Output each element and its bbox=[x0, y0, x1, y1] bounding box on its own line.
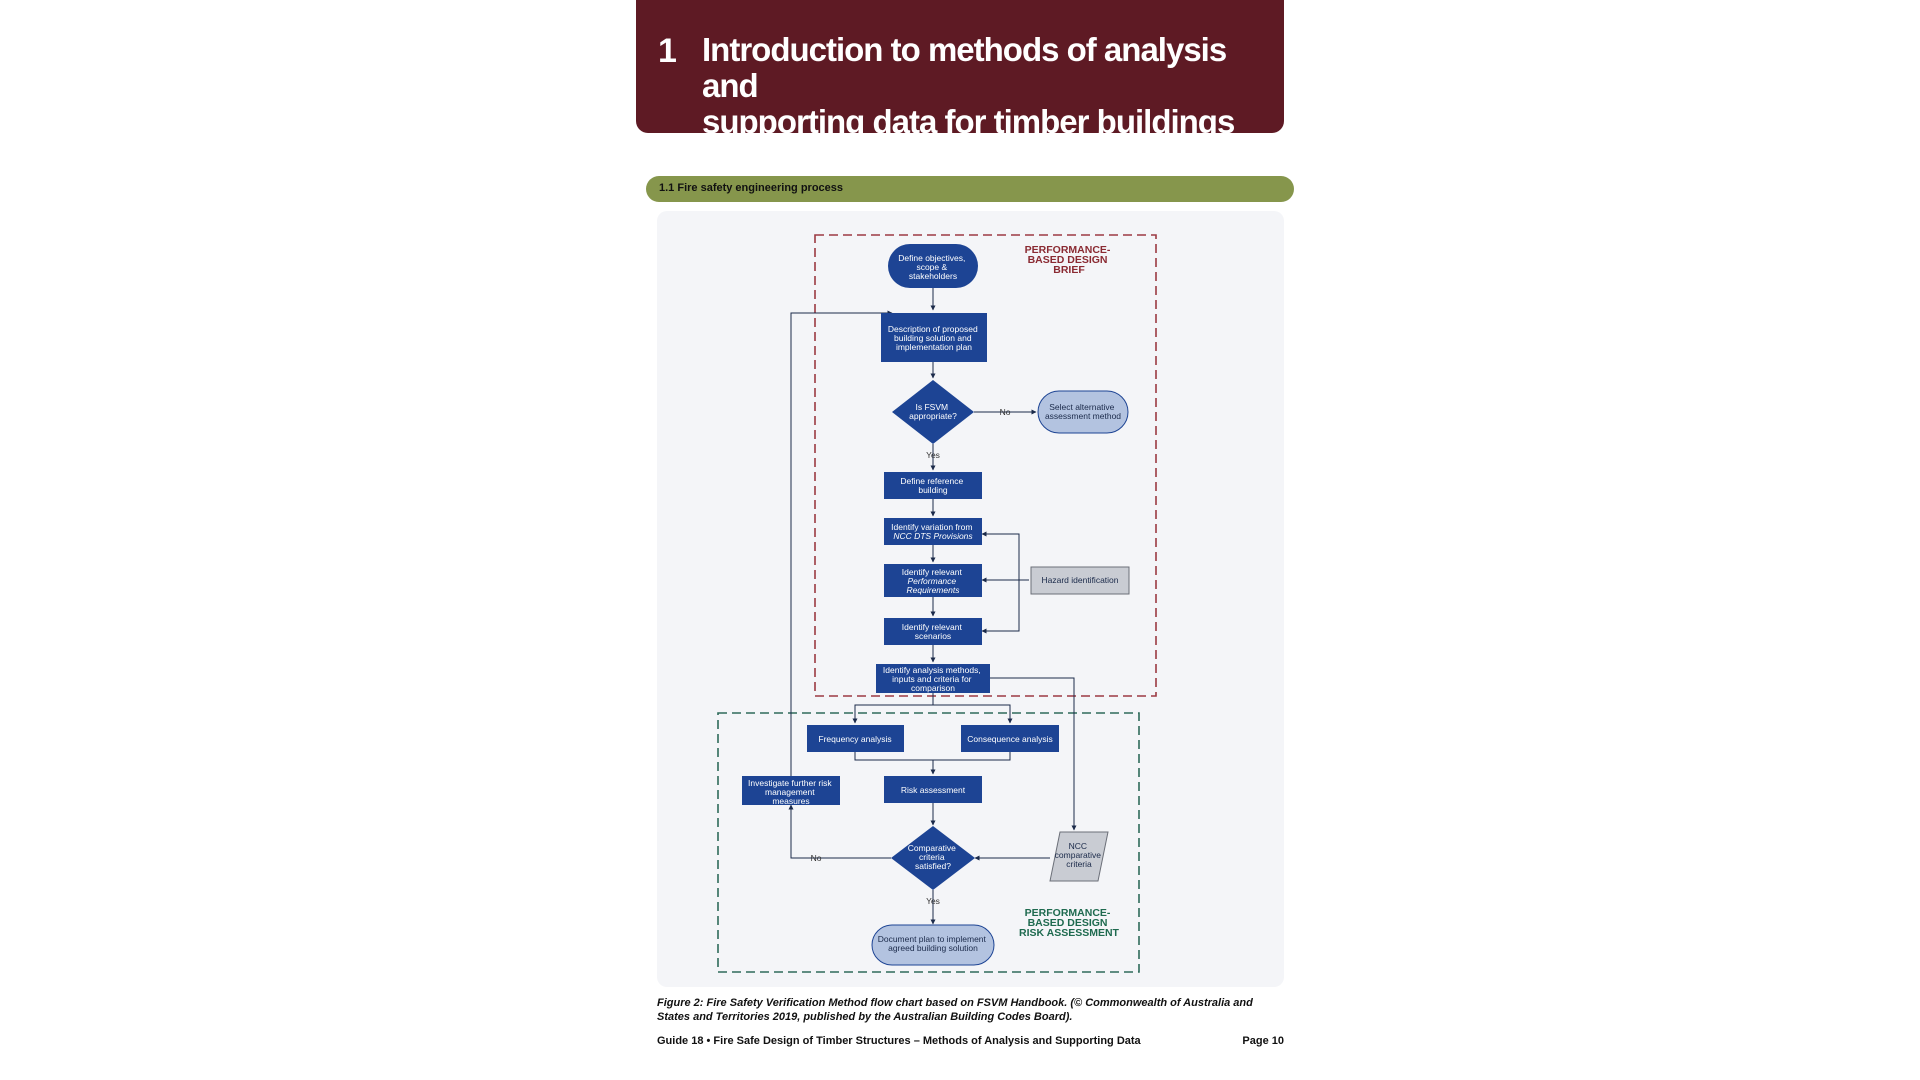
svg-text:Consequence analysis: Consequence analysis bbox=[967, 734, 1053, 744]
footer-title: Guide 18 • Fire Safe Design of Timber St… bbox=[657, 1035, 1141, 1047]
page-number: Page 10 bbox=[1242, 1035, 1284, 1047]
chapter-title: Introduction to methods of analysis and … bbox=[702, 31, 1235, 140]
description-proposed-node: Description of proposed building solutio… bbox=[881, 313, 987, 362]
svg-text:Is FSVM appropriate?: Is FSVM appropriate? bbox=[909, 402, 957, 421]
connectors bbox=[788, 288, 1077, 925]
hazard-identification-node: Hazard identification bbox=[1030, 566, 1130, 595]
fsvm-decision-node: Is FSVM appropriate? bbox=[892, 380, 974, 444]
flowchart: PERFORMANCE- BASED DESIGN BRIEF PERFORMA… bbox=[717, 234, 1157, 973]
risk-assessment-node: Risk assessment bbox=[884, 776, 982, 803]
svg-text:Comparative criteria: Comparative criteria satisfied? bbox=[908, 843, 959, 871]
svg-text:Description of proposed: Description of proposed building solutio… bbox=[888, 324, 980, 352]
svg-text:Identify analysis methods,: Identify analysis methods, inputs and cr… bbox=[883, 665, 983, 693]
zone-risk-border bbox=[717, 712, 1140, 973]
identify-variation-node: Identify variation from NCC DTS Provisio… bbox=[884, 518, 982, 545]
chapter-header: 1 Introduction to methods of analysis an… bbox=[636, 0, 1284, 140]
consequence-analysis-node: Consequence analysis bbox=[961, 725, 1059, 752]
svg-text:Investigate further risk: Investigate further risk management meas… bbox=[748, 778, 834, 806]
figure-caption: Figure 2: Fire Safety Verification Metho… bbox=[657, 997, 1253, 1023]
identify-performance-node: Identify relevant Performance Requiremen… bbox=[884, 564, 982, 597]
section-label: 1.1 Fire safety engineering process bbox=[659, 182, 844, 194]
identify-scenarios-node: Identify relevant scenarios bbox=[884, 618, 982, 645]
figure-panel: PERFORMANCE- BASED DESIGN BRIEF PERFORMA… bbox=[657, 211, 1284, 987]
chapter-number: 1 bbox=[658, 32, 677, 70]
ncc-criteria-node: NCC comparative criteria bbox=[1049, 831, 1109, 882]
svg-text:Identify variation from: Identify variation from NCC DTS Provisio… bbox=[891, 522, 975, 541]
define-reference-node: Define reference building bbox=[884, 472, 982, 499]
section-bar: 1.1 Fire safety engineering process bbox=[646, 176, 1294, 202]
identify-methods-node: Identify analysis methods, inputs and cr… bbox=[876, 664, 990, 693]
yes-label-2: Yes bbox=[926, 896, 940, 906]
zone-brief-border bbox=[814, 234, 1157, 697]
no-label-1: No bbox=[1000, 407, 1011, 417]
svg-text:Hazard identification: Hazard identification bbox=[1041, 575, 1118, 585]
yes-label-1: Yes bbox=[926, 450, 940, 460]
define-objectives-node: Define objectives, scope & stakeholders bbox=[888, 244, 978, 288]
document-plan-node: Document plan to implement agreed buildi… bbox=[871, 924, 995, 966]
select-alternative-node: Select alternative assessment method bbox=[1037, 390, 1129, 434]
investigate-further-node: Investigate further risk management meas… bbox=[742, 776, 840, 806]
svg-text:Identify relevant Pe: Identify relevant Performance Requiremen… bbox=[902, 567, 964, 595]
svg-text:Risk assessment: Risk assessment bbox=[901, 785, 966, 795]
comparative-decision-node: Comparative criteria satisfied? bbox=[891, 826, 975, 890]
svg-text:Define reference bui: Define reference building bbox=[900, 476, 965, 495]
no-label-2: No bbox=[811, 853, 822, 863]
zone-brief-label: PERFORMANCE- BASED DESIGN BRIEF bbox=[1025, 244, 1114, 276]
svg-text:Identify relevant sc: Identify relevant scenarios bbox=[902, 622, 964, 641]
frequency-analysis-node: Frequency analysis bbox=[807, 725, 904, 752]
svg-text:Frequency analysis: Frequency analysis bbox=[818, 734, 891, 744]
svg-text:NCC comparative: NCC comparative criteria bbox=[1055, 841, 1104, 869]
svg-text:Select alternative a: Select alternative assessment method bbox=[1045, 402, 1121, 421]
svg-text:Document plan to implement: Document plan to implement agreed buildi… bbox=[878, 934, 989, 953]
zone-risk-label: PERFORMANCE- BASED DESIGN RISK ASSESSMEN… bbox=[1019, 907, 1120, 939]
svg-text:Define objectives, s: Define objectives, scope & stakeholders bbox=[898, 253, 967, 281]
